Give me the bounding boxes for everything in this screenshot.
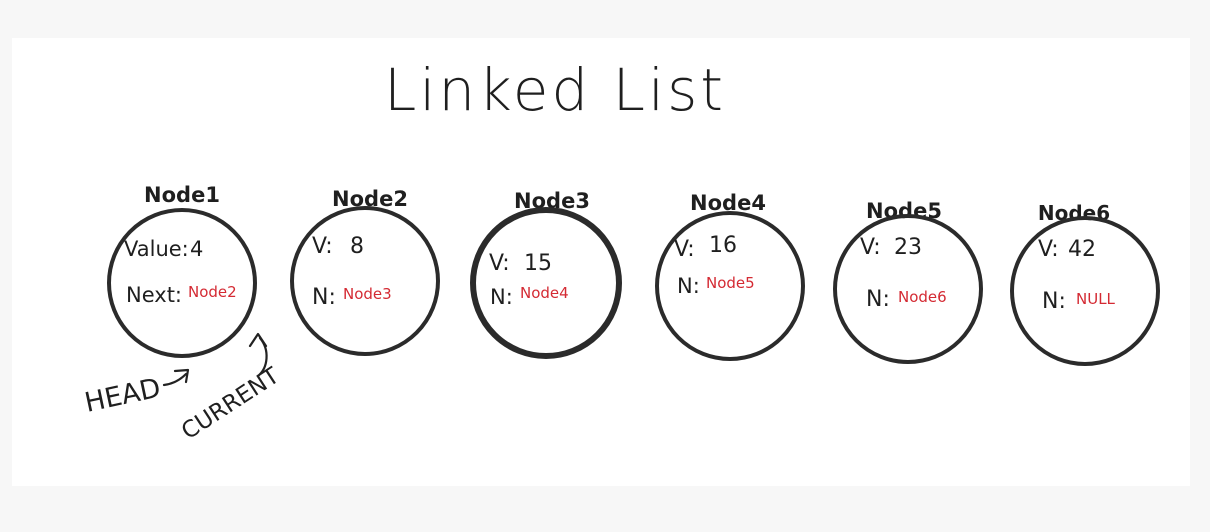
node-circle (290, 206, 440, 356)
node-circle (470, 207, 622, 359)
next-pointer: Node2 (188, 283, 237, 301)
node-3: Node3 V: 15 N: Node4 (470, 189, 622, 359)
next-label: N: (312, 285, 336, 310)
next-label: Next: (126, 283, 182, 307)
next-label: N: (866, 287, 890, 312)
node-circle (1010, 216, 1160, 366)
value-label: V: (674, 237, 695, 262)
current-arrowhead-icon (248, 332, 268, 348)
value-label: Value: (124, 237, 189, 261)
value-label: V: (489, 251, 510, 276)
diagram-title: Linked List (384, 56, 726, 124)
node-1: Node1 Value: 4 Next: Node2 (107, 183, 257, 358)
whiteboard: Linked List Node1 Value: 4 Next: Node2 N… (12, 38, 1190, 486)
node-2: Node2 V: 8 N: Node3 (290, 187, 440, 356)
node-circle (107, 208, 257, 358)
node-value: 8 (350, 234, 364, 259)
head-annotation: HEAD (82, 368, 190, 419)
value-label: V: (860, 235, 881, 260)
linked-list-diagram: Linked List Node1 Value: 4 Next: Node2 N… (82, 56, 1160, 445)
current-annotation: CURRENT (177, 332, 285, 445)
node-circle (833, 214, 983, 364)
node-5: Node5 V: 23 N: Node6 (833, 199, 983, 364)
next-pointer: Node4 (520, 284, 569, 302)
head-arrowhead-icon (173, 368, 190, 384)
next-label: N: (677, 274, 700, 298)
value-label: V: (312, 234, 333, 259)
node-value: 15 (524, 251, 552, 276)
node-value: 42 (1068, 237, 1096, 262)
node-name: Node4 (690, 191, 766, 215)
head-label: HEAD (82, 373, 163, 419)
head-arrow-icon (162, 372, 188, 387)
next-pointer: Node5 (706, 274, 755, 292)
current-label: CURRENT (177, 362, 285, 445)
node-4: Node4 V: 16 N: Node5 (655, 191, 805, 361)
node-name: Node1 (144, 183, 220, 207)
next-pointer: Node3 (343, 285, 392, 303)
next-label: N: (490, 285, 513, 309)
next-label: N: (1042, 289, 1066, 314)
value-label: V: (1038, 237, 1059, 262)
node-6: Node6 V: 42 N: NULL (1010, 201, 1160, 366)
next-pointer: NULL (1076, 290, 1116, 308)
node-value: 16 (709, 233, 737, 258)
next-pointer: Node6 (898, 288, 947, 306)
node-value: 4 (190, 237, 203, 261)
node-value: 23 (894, 235, 922, 260)
node-circle (655, 211, 805, 361)
